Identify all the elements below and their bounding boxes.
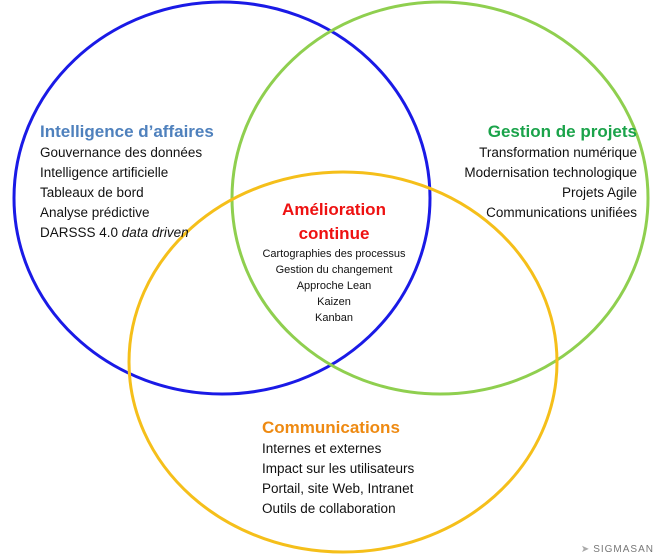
list-item: Analyse prédictive: [40, 205, 150, 220]
communications-title: Communications: [262, 418, 400, 437]
list-item: Approche Lean: [296, 280, 372, 292]
data-driven-label: data driven: [121, 225, 189, 240]
project-management-block: Gestion de projets Transformation numéri…: [464, 121, 637, 223]
brand-logo: ➤SIGMASAN: [581, 544, 654, 555]
list-item: Portail, site Web, Intranet: [262, 481, 414, 496]
list-item: Modernisation technologique: [464, 165, 637, 180]
list-item: Internes et externes: [262, 441, 382, 456]
project-management-title: Gestion de projets: [487, 122, 637, 141]
list-item: Impact sur les utilisateurs: [262, 461, 415, 476]
business-intelligence-title: Intelligence d’affaires: [40, 122, 214, 141]
darsss-label: DARSSS 4.0: [40, 225, 122, 240]
list-item: Outils de collaboration: [262, 501, 396, 516]
list-item: Tableaux de bord: [40, 185, 144, 200]
list-item: Intelligence artificielle: [40, 165, 169, 180]
list-item: Communications unifiées: [486, 205, 637, 220]
list-item: Gouvernance des données: [40, 145, 203, 160]
list-item: Projets Agile: [561, 185, 637, 200]
brand-text: SIGMASAN: [593, 544, 654, 555]
list-item: Transformation numérique: [479, 145, 637, 160]
continuous-improvement-block: Amélioration continue Cartographies des …: [236, 198, 432, 326]
list-item: Kaizen: [317, 296, 351, 308]
communications-circle: [127, 170, 559, 554]
list-item: DARSSS 4.0 data driven: [40, 223, 214, 243]
communications-block: Communications Internes et externes Impa…: [262, 417, 414, 519]
continuous-improvement-title-line2: continue: [298, 224, 370, 243]
arrow-icon: ➤: [580, 544, 591, 555]
list-item: Kanban: [315, 312, 353, 324]
business-intelligence-circle: [12, 0, 432, 396]
list-item: Gestion du changement: [275, 264, 393, 276]
business-intelligence-block: Intelligence d’affaires Gouvernance des …: [40, 121, 214, 243]
list-item: Cartographies des processus: [262, 248, 406, 260]
continuous-improvement-title-line1: Amélioration: [282, 200, 386, 219]
